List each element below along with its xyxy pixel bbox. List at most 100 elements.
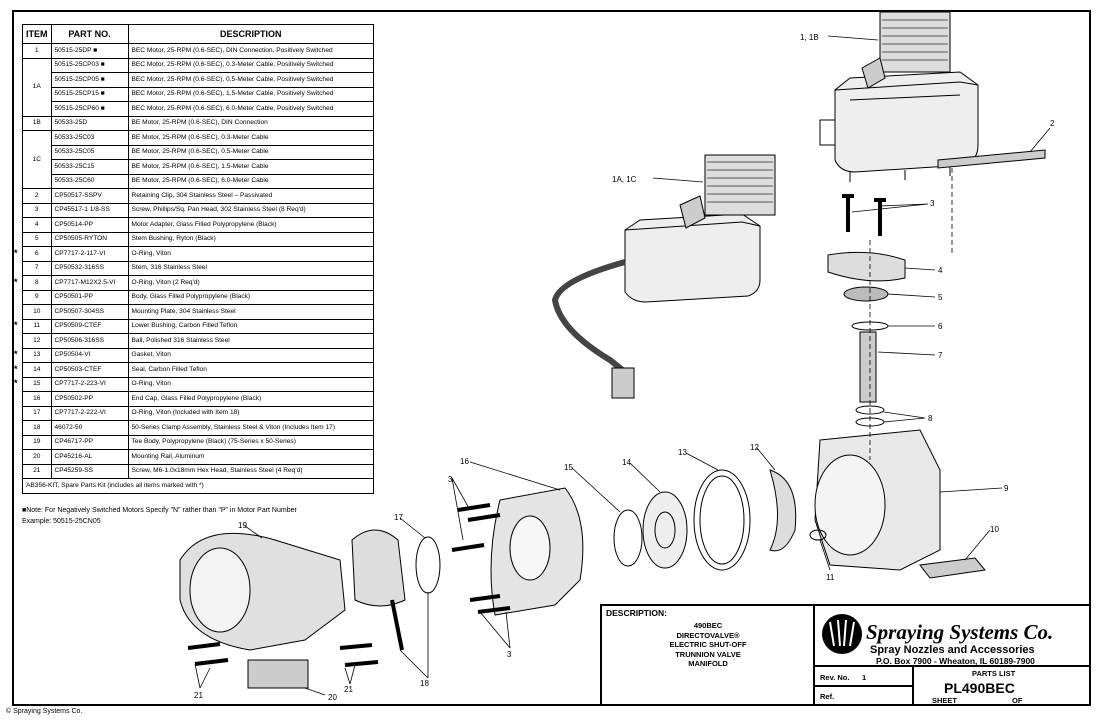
callout-21-right: 21 [344, 685, 353, 694]
description-text: 490BEC DIRECTOVALVE® ELECTRIC SHUT-OFF T… [608, 621, 808, 669]
callout-3-top: 3 [930, 199, 935, 208]
callout-7: 7 [938, 351, 943, 360]
kit-item-marker: * [14, 276, 18, 287]
sheet-label: SHEET [932, 696, 958, 705]
part-description: BE Motor, 25-RPM (0.6-SEC), 0.5-Meter Ca… [127, 144, 374, 160]
header-part-no: PART NO. [50, 24, 129, 44]
part-description: BE Motor, 25-RPM (0.6-SEC), 6.0-Meter Ca… [127, 173, 374, 189]
title-block-divider [912, 665, 914, 706]
of-label: OF [1012, 696, 1023, 705]
desc-line-manifold: MANIFOLD [688, 659, 728, 668]
callout-20: 20 [328, 693, 337, 702]
motor-left-illustration [551, 154, 776, 399]
kit-item-marker: * [14, 320, 18, 330]
callout-17: 17 [394, 513, 403, 522]
note-line-1: ■Note: For Negatively Switched Motors Sp… [22, 507, 297, 514]
title-block-rev-divider [815, 685, 913, 687]
part-description: Motor Adapter, Glass Filled Polypropylen… [127, 217, 374, 233]
retaining-clip-illustration [937, 149, 1046, 169]
callout-12: 12 [750, 443, 759, 452]
parts-list-label: PARTS LIST [972, 669, 1016, 678]
note-example: Example: 50515-25CN05 [22, 518, 101, 525]
motor-adapter-illustration [827, 251, 906, 282]
kit-item-marker: * [14, 363, 18, 374]
desc-line-product: DIRECTOVALVE® [676, 630, 740, 640]
title-block-description-cell [600, 604, 815, 706]
motor-note: ■Note: For Negatively Switched Motors Sp… [22, 505, 297, 527]
title-block [600, 604, 1091, 706]
description-label: DESCRIPTION: [606, 608, 667, 618]
part-description: Screw, Phillips/Sq. Pan Head, 302 Stainl… [127, 202, 374, 218]
company-logo-icon [822, 614, 862, 654]
callout-15: 15 [564, 463, 573, 472]
part-description: Retaining Clip, 304 Stainless Steel – Pa… [127, 188, 374, 204]
copyright-notice: © Spraying Systems Co. [6, 708, 83, 715]
callout-19: 19 [238, 521, 247, 530]
company-address: P.O. Box 7900 - Wheaton, IL 60189-7900 [876, 656, 1035, 666]
part-description: BE Motor, 25-RPM (0.6-SEC), DIN Connecti… [127, 115, 374, 131]
rev-value: 1 [862, 673, 867, 682]
callout-3-left: 3 [448, 475, 453, 484]
company-tagline: Spray Nozzles and Accessories [870, 644, 1035, 656]
mounting-rail-illustration [247, 659, 309, 689]
part-description: BE Motor, 25-RPM (0.6-SEC), 0.3-Meter Ca… [127, 130, 374, 146]
part-number: CP50514-PP [50, 217, 129, 233]
part-description: BE Motor, 25-RPM (0.6-SEC), 1.5-Meter Ca… [127, 159, 374, 175]
callout-14: 14 [622, 458, 631, 467]
callout-1-1b: 1, 1B [800, 33, 819, 42]
part-number: 50533-25C15 [50, 159, 129, 175]
rev-label: Rev. No. [820, 673, 850, 682]
ref-label: Ref. [820, 692, 835, 701]
kit-item-marker: * [14, 349, 18, 359]
part-number: 50533-25D [50, 115, 129, 131]
callout-11: 11 [826, 573, 835, 582]
clamp-assembly-illustration [351, 529, 406, 607]
part-number: CP50505-RYTON [50, 231, 129, 247]
drawing-frame [12, 10, 1091, 706]
part-number: 50533-25C05 [50, 144, 129, 160]
part-number: CP50517-SSPV [50, 188, 129, 204]
callout-6: 6 [938, 322, 943, 331]
kit-item-marker: * [14, 378, 18, 388]
part-number: 50533-25C03 [50, 130, 129, 146]
part-number: CP7717-2-117-VI [50, 246, 129, 262]
callout-5: 5 [938, 293, 943, 302]
callout-4: 4 [938, 266, 943, 275]
callout-1a-1c: 1A, 1C [612, 175, 637, 184]
parts-list-number: PL490BEC [944, 680, 1015, 696]
callout-3-bottom: 3 [507, 650, 512, 659]
callout-16: 16 [460, 457, 469, 466]
desc-line-valve: TRUNNION VALVE [675, 649, 741, 659]
callout-13: 13 [678, 448, 687, 457]
table-row: 50515-25CP15 ■BEC Motor, 25-RPM (0.6-SEC… [23, 86, 374, 102]
part-number: CP45216-AL [50, 449, 129, 465]
callout-9: 9 [1004, 484, 1009, 493]
callout-8: 8 [928, 414, 933, 423]
callout-21-left: 21 [194, 691, 203, 700]
kit-item-marker: * [14, 247, 18, 258]
desc-line-type: ELECTRIC SHUT-OFF [669, 640, 747, 649]
callout-2: 2 [1050, 119, 1055, 128]
part-description: Stem Bushing, Ryton (Black) [127, 231, 374, 247]
